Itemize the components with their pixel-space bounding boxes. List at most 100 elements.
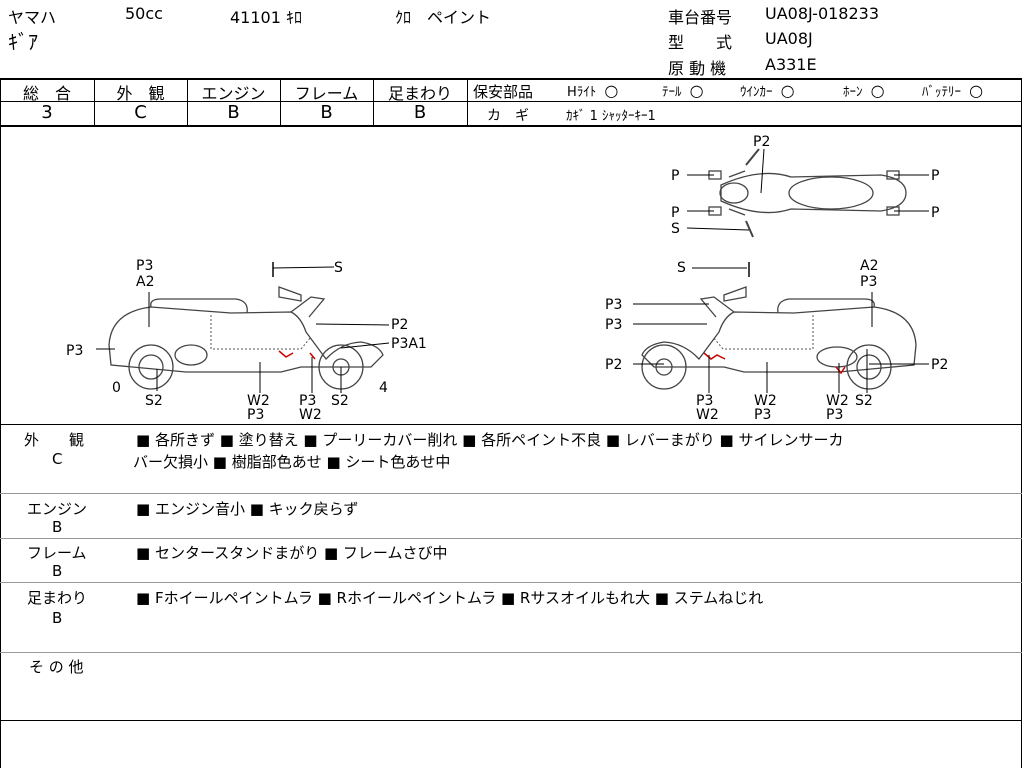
label-left-p3a1: P3A1 — [391, 336, 427, 352]
label-left-p3-mid: P3 — [299, 393, 316, 409]
left-damage-mark-2 — [309, 352, 316, 360]
label-right-p2-front: P2 — [605, 357, 622, 373]
grade-header-overall: 総 合 — [22, 84, 71, 103]
label-left-s2-rear: S2 — [331, 393, 349, 409]
safety-winker: ｳｲﾝｶｰ ○ — [740, 81, 795, 100]
top-view-scooter — [708, 148, 907, 238]
label-left-a2-top: A2 — [136, 274, 154, 290]
remark-frame-grade: B — [52, 562, 63, 580]
right-damage-mark-2 — [835, 366, 846, 375]
rule-101-right — [468, 101, 1022, 102]
safety-battery: ﾊﾞｯﾃﾘｰ ○ — [922, 81, 983, 100]
grade-value-overall: 3 — [41, 102, 53, 123]
key-value: ｶｷﾞ 1 ｼｬｯﾀｰｷｰ1 — [566, 109, 656, 124]
right-view-dotted — [712, 315, 814, 350]
type-label: 型 式 — [668, 33, 733, 52]
right-damage-mark-1 — [703, 352, 726, 360]
grade-value-chassis: B — [413, 102, 427, 123]
safety-horn-mark: ○ — [870, 81, 885, 100]
frame-no-label: 車台番号 — [668, 8, 733, 27]
label-left-w2-mid: W2 — [299, 407, 322, 423]
safety-winker-label: ｳｲﾝｶｰ — [740, 85, 773, 100]
grade-value-engine: B — [227, 102, 240, 123]
left-damage-mark-1 — [278, 350, 294, 358]
grade-divider-3 — [280, 78, 281, 126]
outer-right-border — [1021, 78, 1022, 768]
label-right-p3-mid: P3 — [696, 393, 713, 409]
label-right-p3-b: P3 — [605, 317, 622, 333]
rule-538 — [0, 538, 1022, 539]
label-right-p3-bottom: P3 — [754, 407, 771, 423]
damage-diagram: P2 P P S P P P3 A2 S P3 P2 P3A1 0 4 S2 W… — [66, 134, 948, 423]
left-view-scooter — [108, 262, 384, 390]
remark-exterior-label: 外 観 — [24, 431, 85, 449]
label-top-p2: P2 — [753, 134, 770, 150]
left-view-dotted — [210, 315, 312, 350]
safety-horn: ﾎｰﾝ ○ — [843, 81, 885, 100]
type-value: UA08J — [765, 29, 813, 48]
label-right-w2: W2 — [754, 393, 777, 409]
rule-101-left — [0, 101, 468, 102]
label-left-w2: W2 — [247, 393, 270, 409]
remark-chassis-grade: B — [52, 609, 63, 627]
label-left-p2: P2 — [391, 317, 408, 333]
right-view-scooter — [641, 262, 917, 390]
remark-engine-grade: B — [52, 518, 63, 536]
remark-engine-text: ■ エンジン音小 ■ キック戻らず — [136, 500, 359, 518]
grade-header-frame: フレーム — [294, 84, 359, 103]
safety-label: 保安部品 — [473, 83, 534, 101]
model-name: ｷﾞｱ — [8, 30, 38, 54]
label-top-p-lr: P — [931, 205, 939, 221]
label-right-s2: S2 — [855, 393, 873, 409]
displacement: 50cc — [125, 4, 163, 23]
left-view-leaders — [96, 266, 390, 393]
maker: ヤマハ — [8, 8, 57, 27]
remark-exterior-grade: C — [52, 450, 63, 468]
label-right-p2-rear: P2 — [931, 357, 948, 373]
remark-exterior-line2: バー欠損小 ■ 樹脂部色あせ ■ シート色あせ中 — [133, 453, 451, 471]
remark-frame-text: ■ センタースタンドまがり ■ フレームさび中 — [136, 544, 448, 562]
key-label: カ ギ — [487, 108, 529, 124]
label-right-w2-mid: W2 — [696, 407, 719, 423]
remark-chassis-label: 足まわり — [27, 589, 88, 607]
remark-engine-label: エンジン — [27, 500, 88, 518]
safety-tail: ﾃｰﾙ ○ — [662, 81, 704, 100]
outer-left-border — [0, 78, 1, 768]
safety-headlight: Hﾗｲﾄ ○ — [567, 81, 618, 100]
grade-divider-5 — [467, 78, 468, 126]
frame-no: UA08J-018233 — [765, 4, 880, 23]
grade-header-engine: エンジン — [201, 84, 266, 103]
grade-divider-4 — [373, 78, 374, 126]
safety-tail-label: ﾃｰﾙ — [662, 85, 682, 100]
label-left-p3-side: P3 — [66, 343, 83, 359]
right-view-leaders — [633, 267, 929, 393]
grade-divider-1 — [94, 78, 95, 126]
label-left-s: S — [334, 260, 343, 276]
label-top-p-ll: P — [671, 205, 679, 221]
grade-value-frame: B — [320, 102, 333, 123]
rule-493 — [0, 493, 1022, 494]
safety-battery-mark: ○ — [969, 81, 984, 100]
color: ｸﾛ ペイント — [395, 8, 492, 27]
engine-model-label: 原 動 機 — [668, 59, 727, 78]
label-left-p3-top: P3 — [136, 258, 153, 274]
safety-headlight-label: Hﾗｲﾄ — [567, 85, 597, 100]
label-right-p3-a: P3 — [605, 297, 622, 313]
safety-headlight-mark: ○ — [604, 81, 619, 100]
label-left-four: 4 — [379, 380, 388, 396]
rule-425 — [0, 424, 1022, 425]
grade-divider-2 — [187, 78, 188, 126]
label-left-p3-bottom: P3 — [247, 407, 264, 423]
label-right-s: S — [677, 260, 686, 276]
remark-exterior-line1: ■ 各所きず ■ 塗り替え ■ プーリーカバー削れ ■ 各所ペイント不良 ■ レ… — [136, 431, 844, 449]
safety-horn-label: ﾎｰﾝ — [843, 85, 863, 100]
remark-frame-label: フレーム — [27, 544, 87, 562]
rule-78 — [0, 78, 1022, 80]
label-top-s: S — [671, 221, 680, 237]
label-left-zero: 0 — [112, 380, 121, 396]
label-top-p-ur: P — [931, 168, 939, 184]
top-view-leaders — [686, 148, 929, 231]
label-left-s2-front: S2 — [145, 393, 163, 409]
rule-652 — [0, 652, 1022, 653]
rule-582 — [0, 582, 1022, 583]
